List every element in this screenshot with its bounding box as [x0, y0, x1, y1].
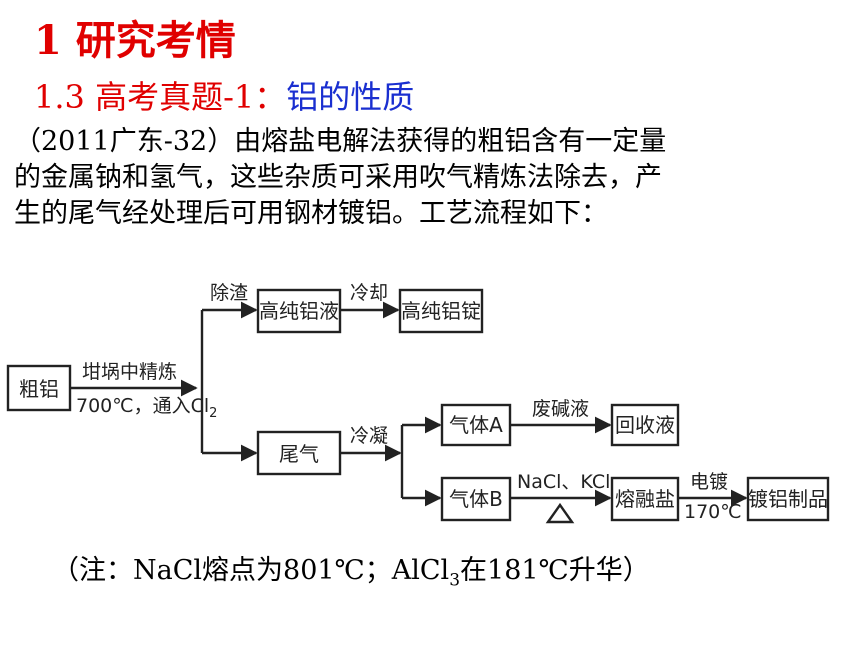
label-conditions: 700℃，通入Cl2: [76, 395, 217, 421]
label-crude-al: 粗铝: [19, 377, 59, 401]
box-tail-gas: [256, 430, 342, 476]
problem-line: （2011广东-32）由熔盐电解法获得的粗铝含有一定量: [14, 126, 667, 157]
label-salts: NaCl、KCl: [517, 471, 610, 493]
label-plated-product: 镀铝制品: [748, 487, 828, 511]
box-plated-product: [746, 476, 830, 522]
label-gas-a: 气体A: [449, 413, 503, 437]
box-molten-salt: [610, 476, 680, 522]
problem-line: 的金属钠和氢气，这些杂质可采用吹气精炼法除去，产: [14, 162, 662, 193]
label-refining: 坩埚中精炼: [82, 361, 177, 383]
problem-line: 生的尾气经处理后可用钢材镀铝。工艺流程如下：: [14, 198, 608, 229]
label-pure-al-ingot: 高纯铝锭: [401, 299, 481, 323]
label-gas-b: 气体B: [449, 487, 503, 511]
label-remove-slag: 除渣: [210, 282, 248, 304]
section-title: 1 研究考情: [34, 17, 236, 64]
box-pure-al-liquid: [256, 288, 342, 334]
label-cool: 冷却: [350, 282, 388, 304]
label-waste-alkali: 废碱液: [532, 398, 589, 420]
heat-triangle-icon: [545, 502, 575, 524]
subsection-topic: 铝的性质: [286, 78, 415, 116]
box-recovered-liquid: [610, 403, 680, 447]
label-conditions-sub: 2: [209, 406, 217, 421]
subsection-title: 1.3 高考真题-1：铝的性质: [34, 72, 414, 118]
problem-text: （2011广东-32）由熔盐电解法获得的粗铝含有一定量 的金属钠和氢气，这些杂质…: [14, 124, 844, 232]
label-electroplate: 电镀: [690, 471, 728, 493]
label-molten-salt: 熔融盐: [615, 487, 675, 511]
label-conditions-main: 700℃，通入Cl: [76, 395, 209, 417]
box-pure-al-ingot: [398, 288, 484, 334]
label-temp: 170℃: [684, 501, 742, 523]
footnote-part1: （注：NaCl熔点为801℃；AlCl: [52, 555, 450, 586]
label-tail-gas: 尾气: [279, 442, 319, 466]
footnote: （注：NaCl熔点为801℃；AlCl3在181℃升华）: [52, 548, 650, 590]
label-condense: 冷凝: [350, 425, 388, 447]
footnote-subscript: 3: [449, 570, 461, 591]
label-pure-al-liquid: 高纯铝液: [259, 299, 339, 323]
label-recovered-liquid: 回收液: [615, 413, 675, 437]
footnote-part2: 在181℃升华）: [460, 555, 650, 586]
subsection-prefix: 1.3 高考真题-1：: [34, 78, 287, 116]
